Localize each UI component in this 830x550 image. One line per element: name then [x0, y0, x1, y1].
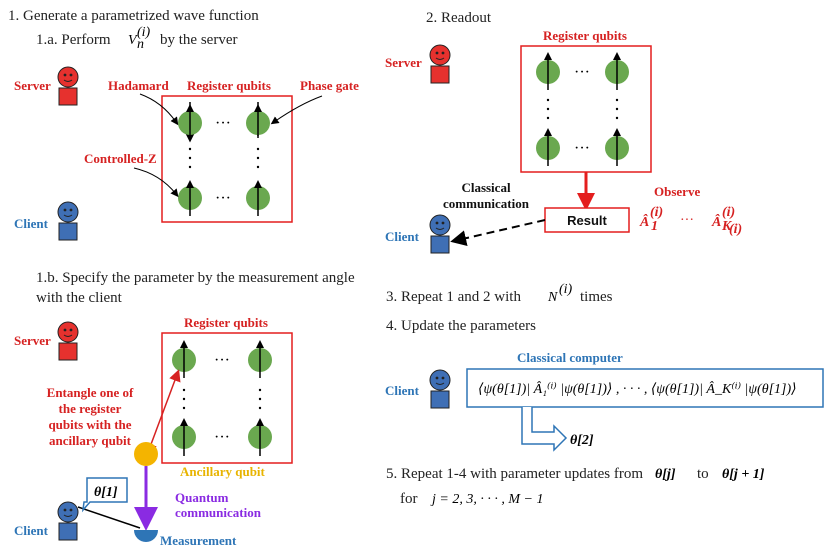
- step2-title: 2. Readout: [426, 10, 492, 26]
- svg-text:θ[j + 1]: θ[j + 1]: [722, 467, 765, 482]
- svg-text:to: to: [697, 466, 709, 482]
- observables: Â 1 (i) ··· Â K (i) (i): [639, 205, 742, 237]
- svg-text:θ[j]: θ[j]: [655, 467, 676, 482]
- svg-text:(i): (i): [559, 282, 573, 297]
- h-ellipsis-2b: ···: [214, 429, 230, 446]
- classical-computer-label: Classical computer: [517, 350, 623, 365]
- server-label-2: Server: [14, 333, 51, 348]
- step1a-tail: by the server: [160, 32, 237, 48]
- svg-text:5. Repeat 1-4 with parameter u: 5. Repeat 1-4 with parameter updates fro…: [386, 466, 643, 482]
- server-avatar-2: [57, 321, 79, 361]
- theta2-label: θ[2]: [570, 433, 594, 448]
- result-label: Result: [567, 213, 607, 228]
- step1b-line1: 1.b. Specify the parameter by the measur…: [36, 270, 355, 286]
- client-label-4: Client: [385, 383, 420, 398]
- svg-text:the register: the register: [59, 401, 122, 416]
- client-label-1: Client: [14, 216, 49, 231]
- hadamard-label: Hadamard: [108, 78, 169, 93]
- measure-line: [77, 506, 141, 529]
- svg-text:···: ···: [680, 213, 694, 228]
- svg-text:(i): (i): [650, 205, 663, 220]
- measurement-icon: [134, 530, 158, 542]
- svg-text:(i): (i): [729, 222, 742, 237]
- observe-label: Observe: [654, 184, 700, 199]
- server-label-1: Server: [14, 78, 51, 93]
- step1a-line: 1.a. Perform V n (i) by the server: [36, 25, 237, 52]
- step3-line: 3. Repeat 1 and 2 with N (i) times: [386, 282, 613, 305]
- result-box: [544, 207, 630, 233]
- svg-text:for: for: [400, 491, 418, 507]
- client-label-3: Client: [385, 229, 420, 244]
- quantum-comm-label-2: communication: [175, 505, 262, 520]
- entangle-label: Entangle one of the register qubits with…: [47, 385, 134, 448]
- expectation-formula: ⟨ψ(θ[1])| Â₁⁽ⁱ⁾ |ψ(θ[1])⟩ , · · · , ⟨ψ(θ…: [478, 380, 797, 397]
- h-ellipsis-3b: ···: [574, 140, 590, 157]
- client-avatar-1: [57, 201, 79, 241]
- client-avatar-4: [429, 369, 451, 409]
- h-ellipsis-1b: ···: [215, 190, 231, 207]
- h-ellipsis-3a: ···: [574, 64, 590, 81]
- step5-line1: 5. Repeat 1-4 with parameter updates fro…: [386, 466, 765, 482]
- svg-text:times: times: [580, 289, 613, 305]
- update-arrow: [521, 407, 568, 452]
- svg-text:K: K: [721, 219, 733, 234]
- server-avatar-1: [57, 66, 79, 106]
- svg-text:Â: Â: [639, 213, 649, 230]
- controlled-z-label: Controlled-Z: [84, 151, 157, 166]
- classical-comm-arrow: [450, 219, 546, 247]
- client-label-2: Client: [14, 523, 49, 538]
- step1-title: 1. Generate a parametrized wave function: [8, 8, 259, 24]
- ancillary-qubit-label: Ancillary qubit: [180, 464, 266, 479]
- phase-gate-arrow: [270, 95, 323, 125]
- step1a-op: V: [128, 33, 138, 48]
- theta1-callout: [81, 477, 128, 513]
- register-qubits-label-1: Register qubits: [187, 78, 271, 93]
- register-qubits-label-3: Register qubits: [543, 28, 627, 43]
- step1a-prefix: 1.a. Perform: [36, 32, 111, 48]
- classical-comm-label-1: Classical: [461, 180, 511, 195]
- classical-computer-box: [466, 368, 824, 408]
- register-box-1: [161, 95, 293, 223]
- svg-text:3. Repeat 1 and 2 with: 3. Repeat 1 and 2 with: [386, 289, 521, 305]
- theta1-label: θ[1]: [94, 485, 118, 500]
- qubit-grid-1: ··· ···: [178, 102, 270, 216]
- step4-title: 4. Update the parameters: [386, 318, 536, 334]
- entangle-arrow: [145, 369, 181, 456]
- svg-text:1: 1: [651, 219, 658, 234]
- h-ellipsis-1a: ···: [215, 115, 231, 132]
- measurement-label: Measurement: [160, 533, 237, 548]
- step1a-op-sub: n: [137, 37, 144, 52]
- qubit-grid-2: ··· ···: [172, 340, 272, 456]
- phase-gate-label: Phase gate: [300, 78, 359, 93]
- server-avatar-3: [429, 44, 451, 84]
- qubit-grid-3: ··· ···: [536, 52, 629, 166]
- svg-text:ancillary qubit: ancillary qubit: [49, 433, 132, 448]
- h-ellipsis-2a: ···: [214, 352, 230, 369]
- client-avatar-2: [57, 501, 79, 541]
- svg-text:(i): (i): [722, 205, 735, 220]
- svg-text:Â: Â: [711, 213, 721, 230]
- controlled-z-arrow: [133, 167, 179, 198]
- svg-text:qubits with the: qubits with the: [48, 417, 131, 432]
- svg-text:N: N: [547, 290, 558, 305]
- svg-text:j = 2, 3, · · · , M − 1: j = 2, 3, · · · , M − 1: [430, 492, 543, 507]
- hadamard-arrow: [139, 93, 179, 126]
- server-label-3: Server: [385, 55, 422, 70]
- quantum-comm-label-1: Quantum: [175, 490, 229, 505]
- step5-line2: for j = 2, 3, · · · , M − 1: [400, 491, 543, 507]
- ancillary-qubit: [134, 442, 158, 466]
- svg-text:Entangle one of: Entangle one of: [47, 385, 134, 400]
- register-qubits-label-2: Register qubits: [184, 315, 268, 330]
- client-avatar-3: [429, 214, 451, 254]
- step1a-op-sup: (i): [137, 25, 151, 40]
- step1b-line2: with the client: [36, 290, 123, 306]
- classical-comm-label-2: communication: [443, 196, 530, 211]
